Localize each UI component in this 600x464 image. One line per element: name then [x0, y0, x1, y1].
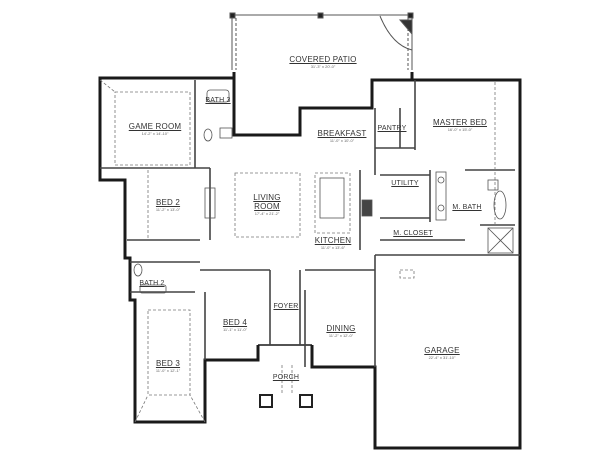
room-name: GAME ROOM	[128, 122, 182, 131]
room-name: BATH 2	[139, 280, 165, 287]
room-dims: 11'-2" x 12'-0"	[328, 333, 354, 338]
fixtures	[133, 89, 514, 408]
room-name: BED 4	[222, 318, 248, 327]
room-dims: 22'-4" x 31'-10"	[428, 355, 456, 360]
room-m-closet: M. CLOSET	[393, 229, 433, 238]
room-name: UTILITY	[391, 180, 419, 187]
room-dims: 31'-3" x 20'-0"	[310, 64, 336, 69]
interior-walls	[100, 80, 520, 367]
room-dims: 11'-0" x 12'-1"	[155, 368, 181, 373]
room-name: M. CLOSET	[393, 230, 433, 237]
room-dims: 11'-0" x 10'-0"	[329, 138, 355, 143]
room-utility: UTILITY	[391, 179, 418, 188]
room-dims: 14'-2" x 14'-10"	[141, 131, 169, 136]
room-bath2: BATH 2	[139, 279, 164, 288]
room-name: MASTER BED	[432, 118, 488, 127]
room-name: LIVING ROOM	[253, 193, 281, 211]
room-name: PORCH	[272, 374, 300, 381]
covered-patio-outline	[229, 12, 414, 70]
room-foyer: FOYER	[273, 302, 298, 311]
room-porch: PORCH	[273, 373, 299, 382]
room-name: BREAKFAST	[317, 129, 367, 138]
room-name: GARAGE	[424, 346, 460, 355]
room-pantry: PANTRY	[378, 124, 407, 133]
room-dims: 11'-1" x 11'-0"	[222, 327, 247, 332]
room-name: DINING	[326, 324, 356, 333]
room-dims: 16'-0" x 15'-0"	[447, 127, 473, 132]
room-name: COVERED PATIO	[289, 55, 357, 64]
room-name: M. BATH	[452, 204, 482, 211]
room-name: BATH 3	[205, 97, 231, 104]
room-dims: 11'-0" x 13'-6"	[320, 245, 346, 250]
room-dims: 17'-4" x 21'-2"	[254, 211, 280, 216]
room-name: KITCHEN	[314, 236, 352, 245]
room-m-bath: M. BATH	[452, 203, 481, 212]
ceiling-lines	[99, 79, 496, 423]
room-name: BED 2	[155, 198, 181, 207]
room-name: PANTRY	[377, 125, 407, 132]
room-name: FOYER	[273, 303, 299, 310]
room-dims: 11'-2" x 13'-0"	[155, 207, 181, 212]
room-name: BED 3	[155, 359, 181, 368]
room-bath3: BATH 3	[205, 96, 230, 105]
